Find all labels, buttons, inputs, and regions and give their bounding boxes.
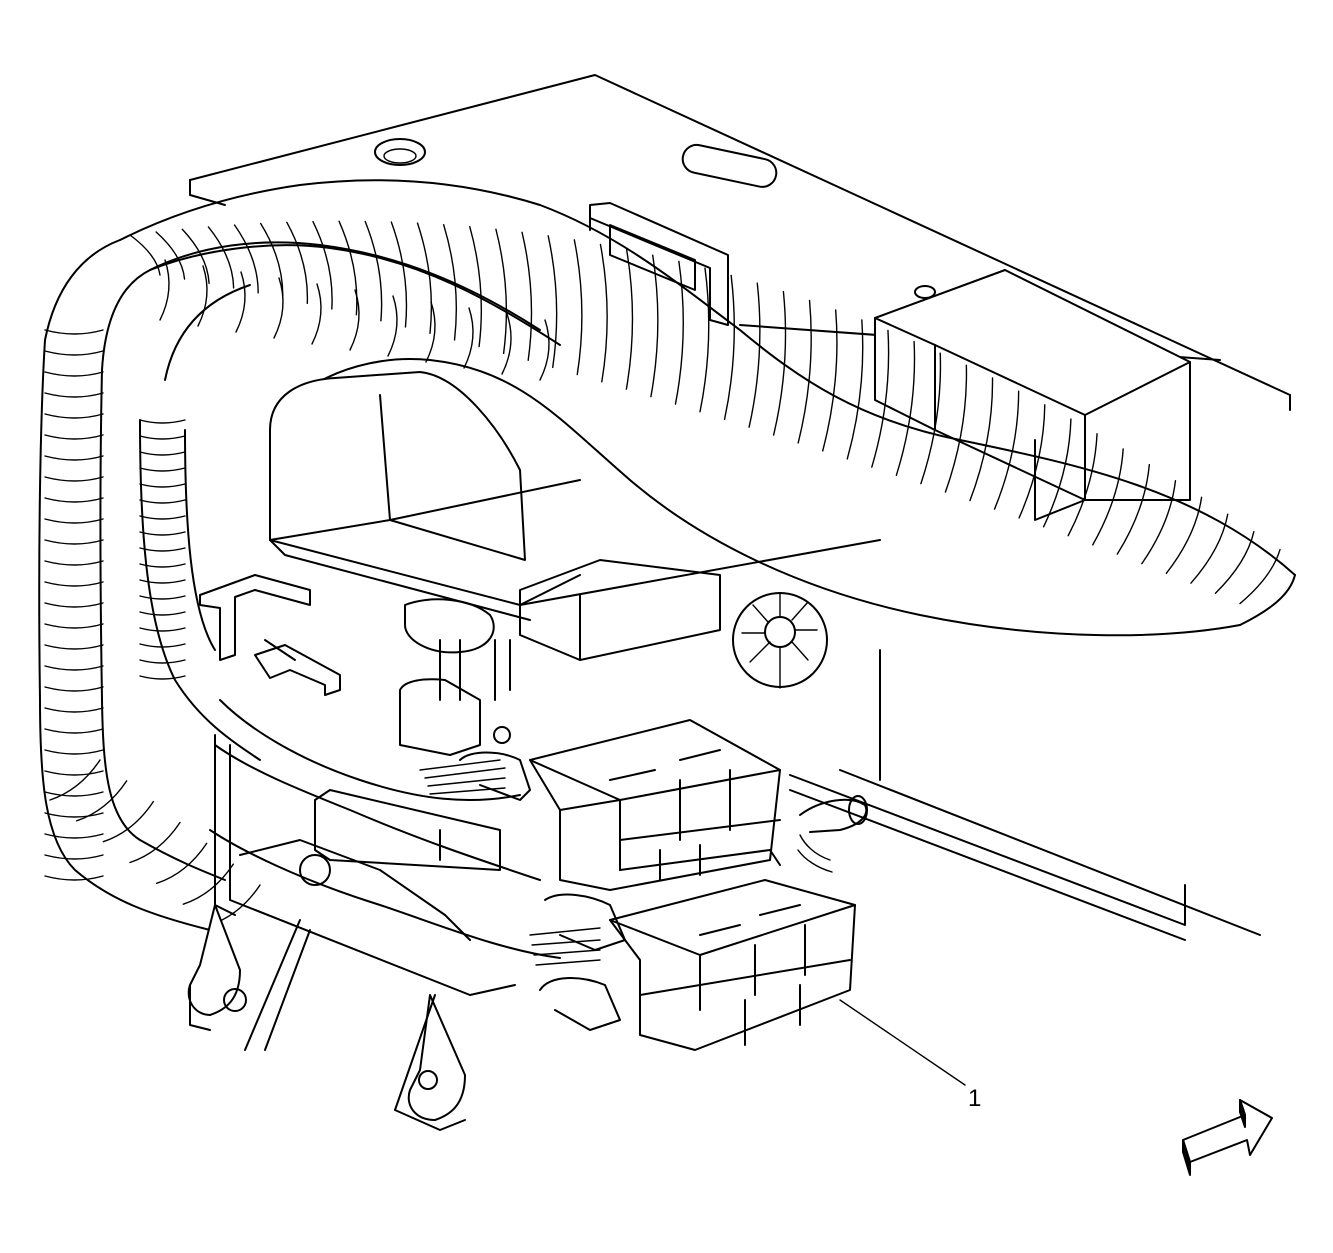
lower-bracket [187, 734, 516, 1131]
harness-clip [797, 795, 868, 873]
inner-wiring [209, 598, 601, 966]
main-harness [38, 179, 1296, 931]
mounting-panel [189, 74, 1291, 941]
callout-label: 1 [968, 1085, 981, 1112]
center-housing [269, 371, 881, 689]
callout-1: 1 [839, 999, 981, 1112]
lower-connector [539, 849, 856, 1051]
left-mounting-clip [199, 574, 341, 696]
bracket-tab [589, 202, 729, 326]
inner-harness-sleeve [139, 244, 561, 761]
forward-view-arrow-icon [1182, 1099, 1273, 1176]
upper-connector [459, 719, 781, 891]
